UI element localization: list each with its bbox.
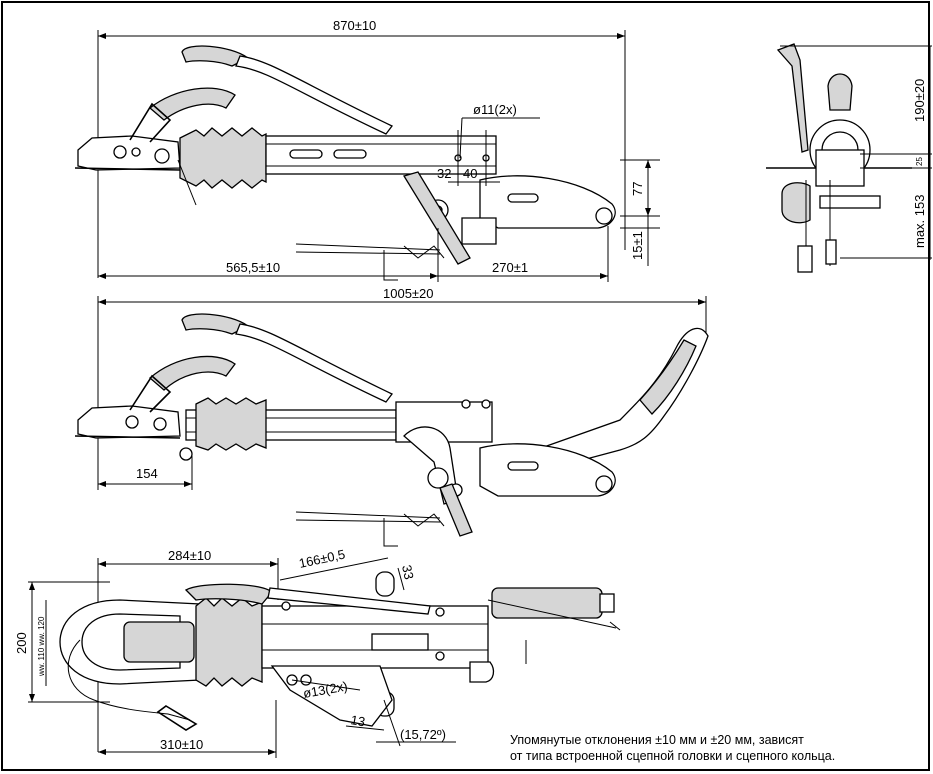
dim-15: 15±1 bbox=[630, 231, 645, 260]
dim-190: 190±20 bbox=[912, 79, 927, 122]
dim-angle: (15,72º) bbox=[400, 727, 446, 742]
tolerance-note: Упомянутые отклонения ±10 мм и ±20 мм, з… bbox=[510, 732, 835, 764]
dim-77: 77 bbox=[630, 182, 645, 196]
side-view-middle: 1005±20 154 bbox=[74, 286, 709, 547]
dim-154: 154 bbox=[136, 466, 158, 481]
front-view: 190±20 25 max. 153 bbox=[766, 43, 932, 273]
dim-200: 200 bbox=[14, 632, 29, 654]
dim-310: 310±10 bbox=[160, 737, 203, 752]
dim-ww: ww. 110 ww. 120 bbox=[37, 616, 46, 677]
dim-o11: ø11(2x) bbox=[473, 102, 517, 117]
dim-13: 13 bbox=[349, 712, 366, 729]
side-view-top: 870±10 bbox=[74, 18, 660, 282]
dim-166: 166±0,5 bbox=[298, 547, 347, 571]
dim-565: 565,5±10 bbox=[226, 260, 280, 275]
dim-1005: 1005±20 bbox=[383, 286, 434, 301]
dim-33: 33 bbox=[399, 564, 417, 581]
dim-25: 25 bbox=[915, 157, 924, 166]
top-view: 284±10 166±0,5 33 200 ww. 110 ww. 120 bbox=[14, 547, 621, 758]
dim-32: 32 bbox=[437, 166, 451, 181]
dim-max153: max. 153 bbox=[912, 195, 927, 248]
note-line-2: от типа встроенной сцепной головки и сце… bbox=[510, 749, 836, 763]
dim-870: 870±10 bbox=[333, 18, 376, 33]
dim-284: 284±10 bbox=[168, 548, 211, 563]
note-line-1: Упомянутые отклонения ±10 мм и ±20 мм, з… bbox=[510, 733, 804, 747]
dim-40: 40 bbox=[463, 166, 477, 181]
dim-270: 270±1 bbox=[492, 260, 528, 275]
